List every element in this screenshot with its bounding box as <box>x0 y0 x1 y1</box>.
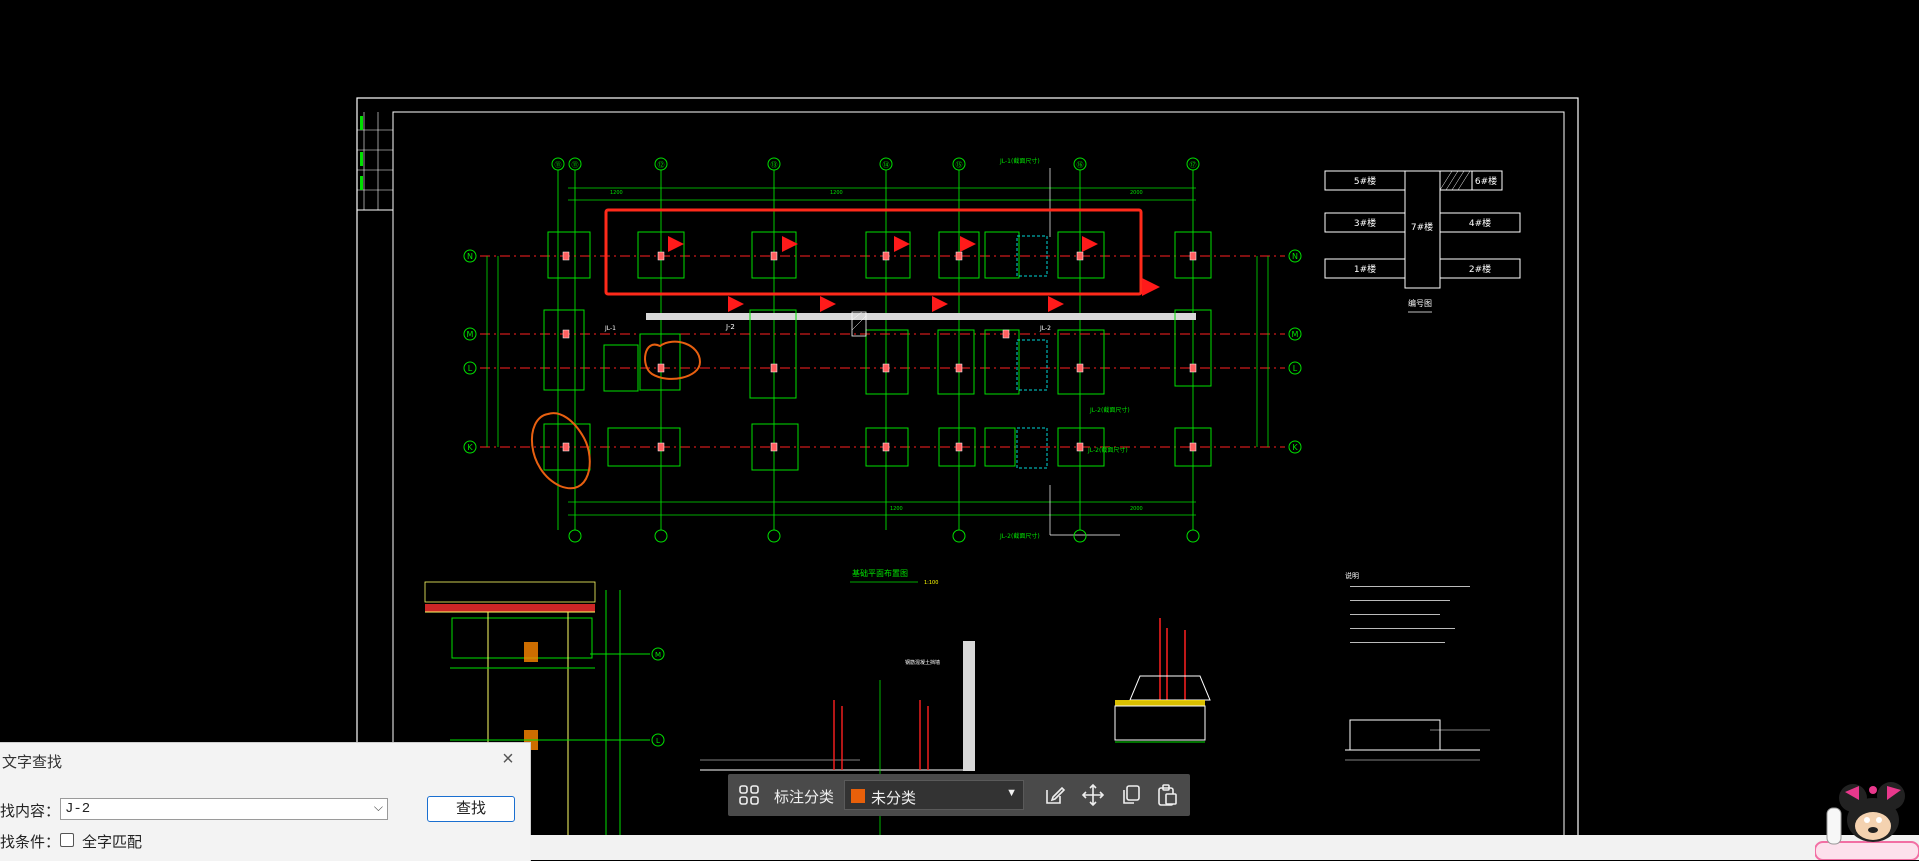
svg-text:1200: 1200 <box>830 190 843 196</box>
footings-row-ml <box>543 309 1212 399</box>
notes-block: 说明 <box>1345 571 1470 643</box>
svg-text:2000: 2000 <box>1130 506 1143 512</box>
axis-rows <box>480 255 1285 448</box>
edit-icon[interactable] <box>1042 782 1068 808</box>
markup-flags[interactable] <box>668 236 1160 312</box>
category-color-swatch <box>851 789 865 803</box>
svg-text:1200: 1200 <box>890 506 903 512</box>
sheet-outer-frame <box>356 97 1579 860</box>
markup-circle-2[interactable] <box>530 412 591 490</box>
axis-bubbles-right: N M L K <box>1288 249 1302 454</box>
markup-circle-1[interactable] <box>644 340 702 380</box>
svg-text:4#楼: 4#楼 <box>1469 217 1491 229</box>
svg-text:说明: 说明 <box>1345 571 1359 580</box>
dimension-lines <box>486 187 1269 516</box>
svg-text:⑮: ⑮ <box>956 161 963 169</box>
axis-columns <box>557 170 1194 530</box>
svg-text:2000: 2000 <box>1130 190 1143 196</box>
close-icon[interactable]: × <box>502 748 514 770</box>
copy-icon[interactable] <box>1118 782 1144 808</box>
svg-text:⑫: ⑫ <box>658 161 665 169</box>
full-match-label[interactable]: 全字匹配 <box>82 834 143 851</box>
right-note: JL-2(截面尺寸) <box>1089 406 1130 414</box>
building-legend: 5#楼 6#楼 3#楼 7#楼 4#楼 1#楼 2#楼 编号图 <box>1324 170 1521 313</box>
footings-row-n <box>547 231 1212 279</box>
foundation-section-b <box>1114 618 1211 743</box>
right-note-2: JL-2(截面尺寸) <box>1087 446 1128 454</box>
foundation-section-c <box>1345 719 1490 761</box>
svg-text:7#楼: 7#楼 <box>1411 221 1433 233</box>
category-select[interactable]: 未分类 ▼ <box>844 780 1024 810</box>
foundation-section-a: 钢筋混凝土挡墙 <box>700 641 975 860</box>
annotation-toolbar[interactable]: 标注分类 未分类 ▼ <box>728 774 1190 816</box>
svg-text:N: N <box>467 252 473 261</box>
svg-text:L: L <box>468 364 473 373</box>
find-condition-label: 找条件： <box>0 834 61 851</box>
plan-title: 基础平面布置图 <box>852 568 908 578</box>
search-button[interactable]: 查找 <box>427 796 515 822</box>
svg-text:⑬: ⑬ <box>771 161 778 169</box>
svg-text:⑭: ⑭ <box>883 161 890 169</box>
bottom-note: JL-2(截面尺寸) <box>999 532 1040 540</box>
foundation-plan[interactable]: 1200 1200 2000 1200 2000 JL-1(截面尺寸) JL-2(截面… <box>480 157 1285 540</box>
bottom-panel-edge <box>530 835 1919 860</box>
dropdown-arrow-icon[interactable]: ▼ <box>1006 787 1017 799</box>
find-text-dialog[interactable]: 文字查找 × 找内容： J-2 ⌵ 查找 找条件： 全字匹配 <box>0 742 531 861</box>
legend-title: 编号图 <box>1408 298 1432 308</box>
markup-rectangle[interactable] <box>604 208 1143 296</box>
axis-bubbles-left: N M L K <box>463 249 477 454</box>
svg-text:M: M <box>1292 330 1299 339</box>
svg-text:1200: 1200 <box>610 190 623 196</box>
svg-text:⑪: ⑪ <box>555 161 562 169</box>
svg-text:K: K <box>467 443 473 452</box>
label-beam1: JL-1 <box>604 325 616 332</box>
markup-annotations[interactable] <box>530 208 1160 490</box>
svg-text:1#楼: 1#楼 <box>1354 263 1376 275</box>
footings-row-k <box>543 423 1212 471</box>
category-value: 未分类 <box>871 790 917 807</box>
axis-bubbles-bottom <box>568 529 1200 543</box>
columns <box>562 251 1197 452</box>
full-match-checkbox[interactable] <box>60 833 74 847</box>
title-strip <box>357 112 393 211</box>
stair-section-detail: M L <box>424 581 665 860</box>
svg-text:N: N <box>1292 252 1298 261</box>
svg-text:L: L <box>656 737 660 745</box>
svg-text:6#楼: 6#楼 <box>1475 175 1497 187</box>
svg-text:2#楼: 2#楼 <box>1469 263 1491 275</box>
chevron-down-icon[interactable]: ⌵ <box>373 800 383 814</box>
cyan-footings <box>1016 235 1048 469</box>
mascot-decoration-icon <box>1815 782 1919 860</box>
svg-text:M: M <box>467 330 474 339</box>
svg-text:⑪: ⑪ <box>572 161 579 169</box>
svg-text:5#楼: 5#楼 <box>1354 175 1376 187</box>
top-note: JL-1(截面尺寸) <box>999 157 1040 165</box>
svg-text:L: L <box>1293 364 1298 373</box>
find-dialog-title: 文字查找 <box>2 754 63 771</box>
hatched-pit <box>851 311 867 337</box>
svg-text:钢筋混凝土挡墙: 钢筋混凝土挡墙 <box>905 659 940 666</box>
sheet-inner-frame <box>392 111 1565 860</box>
paste-icon[interactable] <box>1154 782 1180 808</box>
svg-text:3#楼: 3#楼 <box>1354 217 1376 229</box>
plan-scale: 1:100 <box>924 580 938 586</box>
category-label: 标注分类 <box>774 789 835 806</box>
label-footing: J-2 <box>725 323 735 331</box>
svg-text:K: K <box>1292 443 1298 452</box>
svg-text:⑯: ⑯ <box>1077 161 1084 169</box>
move-icon[interactable] <box>1080 782 1106 808</box>
find-content-label: 找内容： <box>0 803 61 820</box>
axis-bubbles-top: ⑪ ⑪ ⑫ ⑬ ⑭ ⑮ ⑯ ⑰ <box>551 157 1200 171</box>
find-content-input[interactable]: J-2 <box>65 801 91 817</box>
tiny-annotations: 1200 1200 2000 1200 2000 <box>610 190 1143 512</box>
label-beam2: JL-2 <box>1039 325 1051 332</box>
svg-text:⑰: ⑰ <box>1190 161 1197 169</box>
svg-text:M: M <box>655 651 661 659</box>
find-content-combo[interactable]: J-2 ⌵ <box>60 798 388 820</box>
foundation-beam-strip <box>646 313 1196 320</box>
grid-apps-icon[interactable] <box>736 782 762 808</box>
